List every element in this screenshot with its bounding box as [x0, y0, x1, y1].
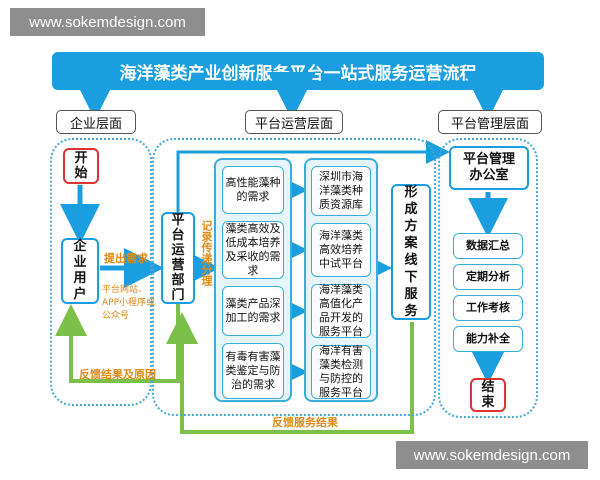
- region-enterprise: [50, 138, 152, 406]
- need-item: 有毒有害藻类鉴定与防治的需求: [222, 343, 284, 399]
- offline-plan-node: 形成方案线下服务: [391, 184, 431, 320]
- mgmt-item: 数据汇总: [453, 233, 523, 259]
- mgmt-item: 能力补全: [453, 326, 523, 352]
- service-item: 海洋藻类高值化产品开发的服务平台: [311, 283, 371, 338]
- need-item: 高性能藻种的需求: [222, 166, 284, 214]
- feedback-reason-label: 反馈结果及原因: [79, 368, 156, 381]
- submit-demand-label: 提出需求: [104, 252, 148, 265]
- need-item: 藻类高效及低成本培养及采收的需求: [222, 221, 284, 279]
- channels-label: 平台网站、APP小程序或公众号: [102, 285, 156, 321]
- watermark-bottom: www.sokemdesign.com: [396, 441, 588, 469]
- level-platform-ops: 平台运营层面: [245, 110, 343, 134]
- service-item: 海洋有害藻类检测与防控的服务平台: [311, 344, 371, 399]
- feedback-service-label: 反馈服务结果: [272, 416, 338, 429]
- service-item: 深圳市海洋藻类种质资源库: [311, 166, 371, 216]
- ops-dept-node: 平台运营部门: [161, 212, 195, 304]
- start-node: 开始: [63, 148, 99, 184]
- need-item: 藻类产品深加工的需求: [222, 286, 284, 336]
- mgmt-item: 工作考核: [453, 295, 523, 321]
- record-transfer-label: 记录传递分理: [200, 220, 213, 286]
- region-platform-ops: [152, 138, 436, 416]
- watermark-top: www.sokemdesign.com: [10, 8, 205, 36]
- end-node: 结束: [470, 378, 506, 412]
- enterprise-user-node: 企业用户: [61, 238, 99, 304]
- service-item: 海洋藻类高效培养中试平台: [311, 223, 371, 277]
- level-enterprise: 企业层面: [56, 110, 136, 134]
- level-platform-mgmt: 平台管理层面: [438, 110, 542, 134]
- mgmt-item: 定期分析: [453, 264, 523, 290]
- region-platform-mgmt: [438, 138, 538, 418]
- mgmt-office-node: 平台管理办公室: [449, 146, 529, 190]
